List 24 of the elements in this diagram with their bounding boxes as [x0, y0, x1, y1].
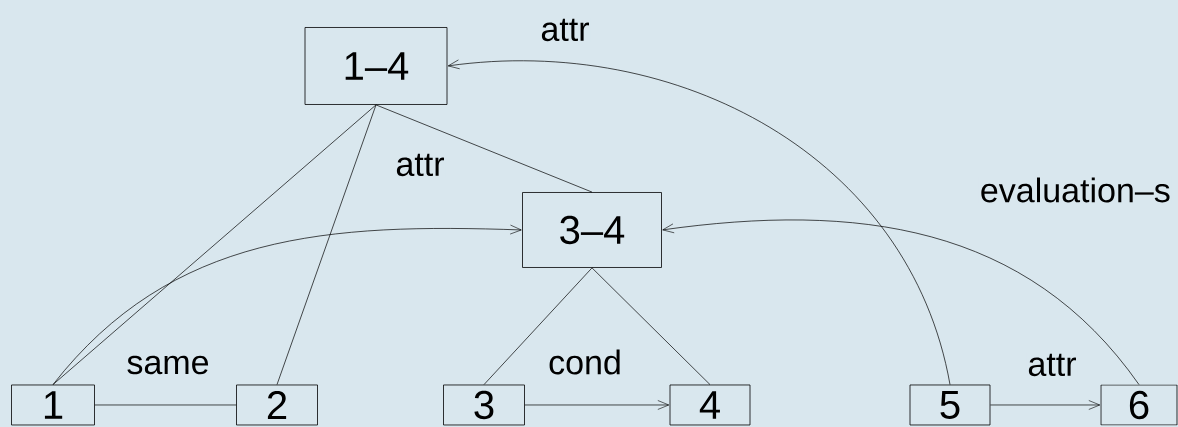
number-box: 5 — [909, 384, 991, 426]
connector-line — [375, 104, 593, 193]
connector-line — [276, 104, 377, 385]
edge-label: attr — [539, 17, 591, 43]
connector-line — [94, 404, 237, 406]
arrow — [990, 400, 1101, 410]
edge-label: same — [125, 354, 211, 376]
number-box: 3–4 — [522, 192, 662, 268]
number-box: 1 — [11, 384, 95, 426]
number-box: 4 — [669, 384, 751, 426]
arrow — [52, 224, 522, 385]
number-box: 6 — [1100, 384, 1178, 426]
number-box: 2 — [236, 384, 318, 426]
edge-label: evaluation–s — [978, 176, 1172, 204]
arrow — [524, 400, 670, 410]
connector-line — [591, 267, 711, 385]
arrow — [447, 59, 951, 385]
arrow — [662, 219, 1140, 385]
edge-label: attr — [394, 152, 446, 178]
edge-label: attr — [1026, 352, 1078, 378]
edge-label: cond — [547, 348, 623, 376]
number-box: 3 — [443, 384, 525, 426]
number-box: 1–4 — [304, 27, 448, 105]
connector-line — [483, 267, 593, 385]
